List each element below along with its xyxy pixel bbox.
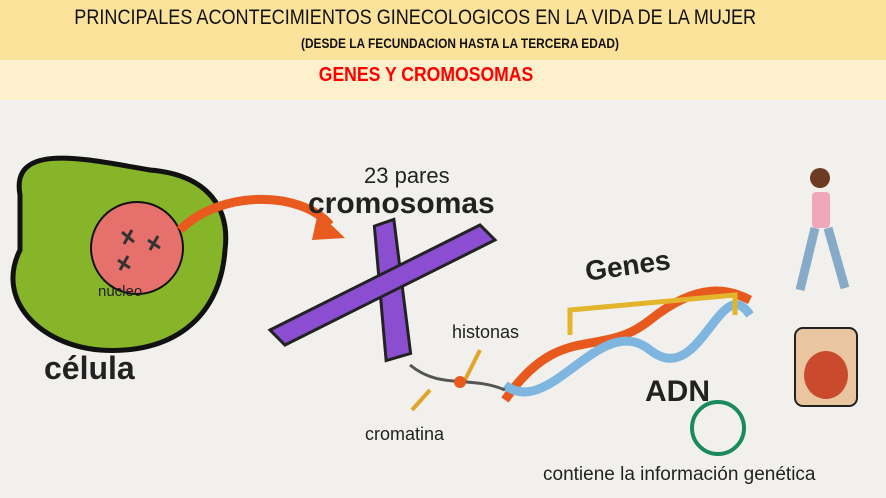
nucleus xyxy=(90,201,184,295)
dna-helix-icon xyxy=(501,286,754,403)
cromatina-label: cromatina xyxy=(365,424,445,444)
chromosome-icon xyxy=(267,217,498,363)
slide-subtitle: (DESDE LA FECUNDACION HASTA LA TERCERA E… xyxy=(300,35,619,51)
cromatina-arrow-icon xyxy=(410,388,432,412)
caption: contiene la información genética xyxy=(543,464,816,485)
arrow-icon xyxy=(176,194,334,234)
section-title: GENES Y CROMOSOMAS xyxy=(318,64,534,86)
histonas-arrow-icon xyxy=(463,349,482,381)
adn-label: ADN xyxy=(645,375,710,408)
pairs-label: 23 pares xyxy=(364,163,450,188)
nucleo-label: núcleo xyxy=(98,283,143,300)
celula-label: célula xyxy=(44,350,135,386)
cromosomas-label: cromosomas xyxy=(308,187,495,220)
woman-icon xyxy=(795,168,850,292)
anatomy-icon xyxy=(794,327,858,407)
section-band xyxy=(0,60,886,100)
genes-bracket xyxy=(567,292,738,335)
small-chromosomes-icon xyxy=(117,229,161,271)
genetics-illustration xyxy=(10,155,858,456)
histonas-label: histonas xyxy=(452,322,520,342)
header-band xyxy=(0,0,886,60)
adenine-circle xyxy=(690,400,746,456)
slide-title: PRINCIPALES ACONTECIMIENTOS GINECOLOGICO… xyxy=(74,6,757,29)
